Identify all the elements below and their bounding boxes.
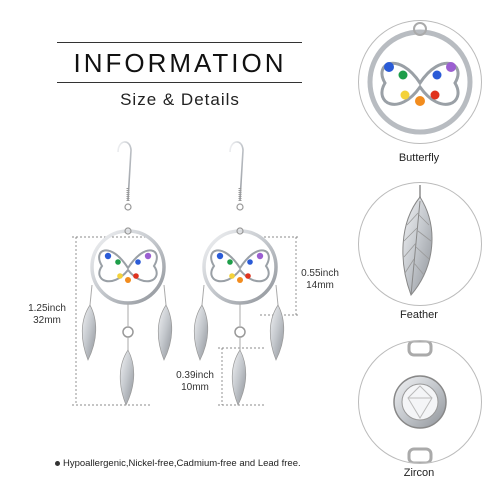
page-subtitle: Size & Details [120,90,240,109]
pendant-size-inch: 0.55inch [301,268,339,279]
title-bottom-rule [57,82,302,83]
butterfly-detail-circle [358,20,482,144]
feather-closeup-icon [402,185,433,296]
butterfly-caption: Butterfly [398,152,440,164]
material-note: Hypoallergenic,Nickel-free,Cadmium-free … [55,458,301,469]
feather-size-label: 0.39inch 10mm [170,370,220,394]
feather-size-inch: 0.39inch [176,370,214,381]
pendant-size-mm: 14mm [306,280,334,291]
total-length-mm: 32mm [33,315,61,326]
zircon-caption: Zircon [403,467,435,479]
right-earring [193,141,285,406]
total-length-inch: 1.25inch [28,303,66,314]
total-length-label: 1.25inch 32mm [22,303,72,327]
zircon-detail-circle [358,340,482,464]
title-top-rule [57,42,302,43]
bullet-icon [55,460,60,466]
butterfly-closeup-icon [367,22,473,135]
zircon-closeup-icon [393,341,447,463]
left-earring [81,141,173,406]
feather-detail-circle [358,182,482,306]
feather-caption: Feather [400,309,438,321]
feather-size-mm: 10mm [181,382,209,393]
material-note-text: Hypoallergenic,Nickel-free,Cadmium-free … [63,458,301,469]
page-title: INFORMATION [73,48,287,78]
pendant-size-label: 0.55inch 14mm [296,268,344,292]
